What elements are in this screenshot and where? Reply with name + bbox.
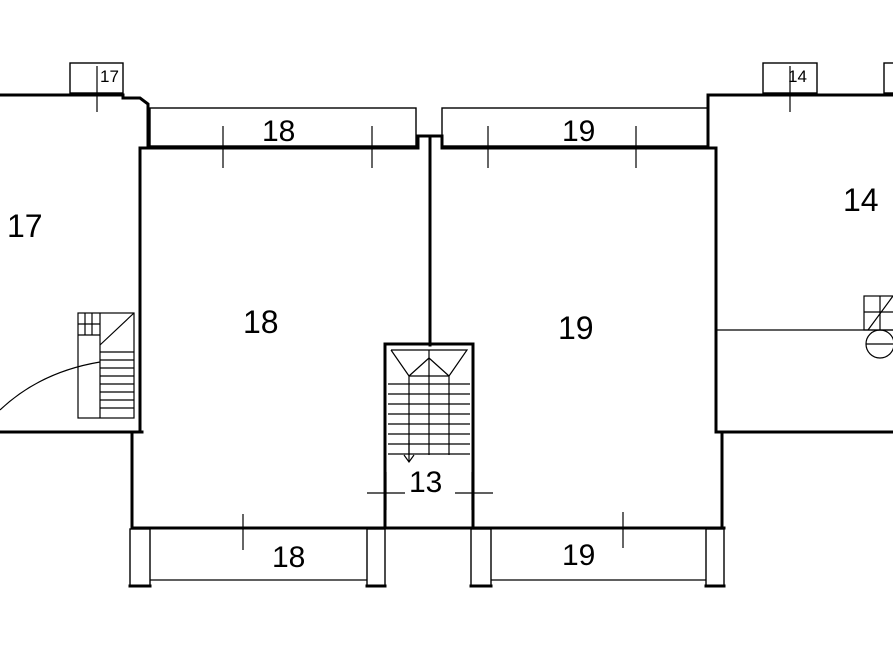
balcony-18-post-right (366, 528, 386, 587)
balcony-label-18-top: 18 (262, 115, 295, 148)
stair-13: 13 (367, 342, 493, 530)
room-label-14: 14 (843, 182, 879, 218)
balcony-19-post-right (705, 528, 725, 587)
room-label-18: 18 (243, 304, 279, 340)
unit-14: 14 14 (706, 62, 893, 434)
unit-19: 19 19 19 (428, 107, 726, 588)
stair-17 (77, 312, 135, 419)
balcony-label-18-bottom: 18 (272, 541, 305, 574)
unit-18: 18 18 18 (128, 107, 432, 588)
room-label-17: 17 (7, 208, 43, 244)
tag-label-14: 14 (788, 67, 807, 86)
balcony-19-post-left (470, 528, 492, 587)
balcony-19-top (441, 107, 709, 147)
room-label-19: 19 (558, 310, 594, 346)
tag-label-17: 17 (100, 67, 119, 86)
balcony-label-19-top: 19 (562, 115, 595, 148)
stair-enclosure (383, 342, 475, 530)
unit-17: 17 17 (0, 62, 150, 434)
balcony-label-19-bottom: 19 (562, 539, 595, 572)
stair-14 (863, 295, 893, 359)
tag-box-partial (883, 62, 893, 94)
door-swing (0, 361, 101, 411)
balcony-18-post-left (129, 528, 151, 587)
room-label-13: 13 (409, 466, 442, 499)
